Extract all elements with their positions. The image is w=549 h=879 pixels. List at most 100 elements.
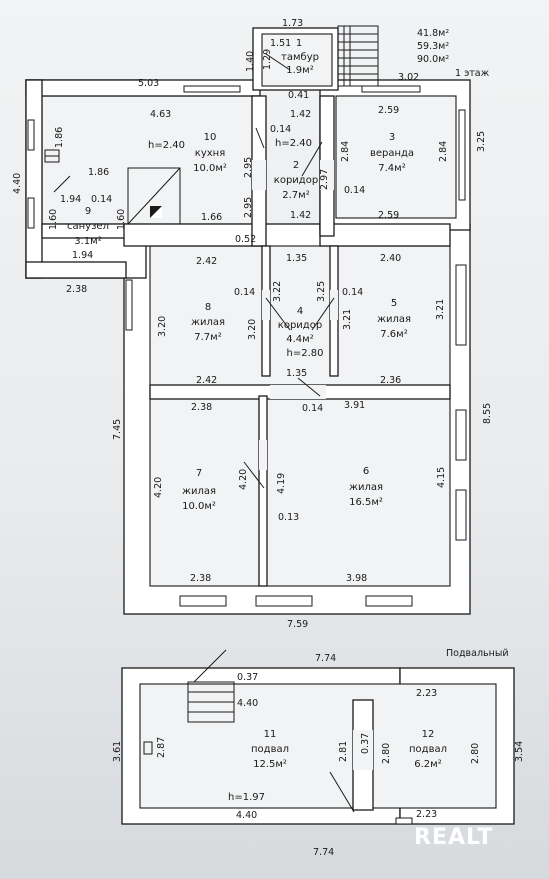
svg-text:тамбур: тамбур bbox=[281, 52, 319, 63]
main-house-interior bbox=[149, 245, 451, 587]
room-1-label: 1 тамбур 1.9м² bbox=[281, 38, 319, 76]
dim: 2.80 bbox=[470, 743, 481, 764]
room-10-label: 10 кухня 10.0м² h=2.40 bbox=[148, 132, 227, 174]
door-r7 bbox=[259, 440, 267, 470]
svg-text:подвал: подвал bbox=[409, 744, 447, 755]
dim: 3.25 bbox=[316, 281, 327, 302]
sanuzel-stair bbox=[127, 167, 181, 225]
dim: 1.35 bbox=[286, 368, 307, 379]
door-r5 bbox=[330, 290, 338, 320]
dim: 3.02 bbox=[398, 72, 419, 83]
dim: 3.20 bbox=[247, 319, 258, 340]
svg-text:5: 5 bbox=[391, 298, 397, 309]
svg-text:h=2.40: h=2.40 bbox=[148, 140, 185, 151]
dim: 3.98 bbox=[346, 573, 367, 584]
dim: 1.51 bbox=[270, 38, 291, 49]
total-area-3: 90.0м² bbox=[417, 54, 449, 65]
svg-text:7.6м²: 7.6м² bbox=[380, 329, 407, 340]
dim: 1.66 bbox=[201, 212, 222, 223]
room-5-label: 5 жилая 7.6м² bbox=[377, 298, 411, 340]
svg-text:2: 2 bbox=[293, 160, 299, 171]
dim: 2.95 bbox=[243, 197, 254, 218]
dim: 5.03 bbox=[138, 78, 159, 89]
svg-text:7.4м²: 7.4м² bbox=[378, 163, 405, 174]
dim: 2.36 bbox=[380, 375, 401, 386]
svg-text:16.5м²: 16.5м² bbox=[349, 497, 383, 508]
dim: 0.14 bbox=[91, 194, 112, 205]
dim: 7.59 bbox=[287, 619, 308, 630]
svg-text:3.1м²: 3.1м² bbox=[74, 236, 101, 247]
dim: 2.59 bbox=[378, 210, 399, 221]
dim: 7.74 bbox=[315, 653, 336, 664]
dim: 2.40 bbox=[380, 253, 401, 264]
svg-text:жилая: жилая bbox=[349, 482, 383, 493]
total-area-2: 59.3м² bbox=[417, 41, 449, 52]
svg-text:9: 9 bbox=[85, 206, 91, 217]
dim: 3.54 bbox=[514, 741, 525, 762]
dim: 1.94 bbox=[60, 194, 81, 205]
dim: 2.38 bbox=[66, 284, 87, 295]
svg-text:3: 3 bbox=[389, 132, 395, 143]
svg-text:коридор: коридор bbox=[278, 320, 322, 331]
dim: 0.14 bbox=[344, 185, 365, 196]
floor-label-basement: Подвальный bbox=[446, 648, 509, 659]
svg-text:1: 1 bbox=[296, 38, 302, 49]
dim: 2.38 bbox=[190, 573, 211, 584]
dim: 4.20 bbox=[238, 469, 249, 490]
dim: 2.95 bbox=[243, 157, 254, 178]
dim: 3.22 bbox=[272, 281, 283, 302]
svg-text:жилая: жилая bbox=[191, 317, 225, 328]
corridor-height-top: h=2.40 bbox=[275, 138, 312, 149]
dim: 2.42 bbox=[196, 375, 217, 386]
door-r8 bbox=[262, 290, 270, 320]
dim: 2.87 bbox=[156, 737, 167, 758]
dim: 2.84 bbox=[438, 141, 449, 162]
dim: 2.23 bbox=[416, 809, 437, 820]
svg-text:веранда: веранда bbox=[370, 148, 414, 159]
svg-text:1.9м²: 1.9м² bbox=[286, 65, 313, 76]
dim: 0.14 bbox=[234, 287, 255, 298]
dim: 0.41 bbox=[288, 90, 309, 101]
svg-text:10.0м²: 10.0м² bbox=[182, 501, 216, 512]
tambur-interior bbox=[261, 33, 333, 87]
svg-text:4.4м²: 4.4м² bbox=[286, 334, 313, 345]
dim: 0.52 bbox=[235, 234, 256, 245]
svg-text:2.7м²: 2.7м² bbox=[282, 190, 309, 201]
dim: 8.55 bbox=[482, 403, 493, 424]
dim: 1.42 bbox=[290, 210, 311, 221]
svg-text:8: 8 bbox=[205, 302, 211, 313]
dim: 3.91 bbox=[344, 400, 365, 411]
dim: 0.37 bbox=[237, 672, 258, 683]
door-swings bbox=[53, 53, 335, 489]
door-corridor-r6 bbox=[270, 385, 326, 399]
svg-text:7.7м²: 7.7м² bbox=[194, 332, 221, 343]
kitchen-left-wall bbox=[25, 79, 43, 279]
sanuzel-bottom-wall bbox=[25, 261, 127, 279]
dim: 4.40 bbox=[12, 173, 23, 194]
dim: 1.86 bbox=[88, 167, 109, 178]
dim: 2.80 bbox=[381, 743, 392, 764]
room-9-label: 9 санузел 3.1м² bbox=[67, 206, 109, 247]
dim: 1.73 bbox=[282, 18, 303, 29]
dim: 1.40 bbox=[245, 51, 256, 72]
realt-watermark: REALT bbox=[414, 825, 493, 850]
dim: 1.35 bbox=[286, 253, 307, 264]
dim: 0.37 bbox=[360, 733, 371, 754]
dim: 2.42 bbox=[196, 256, 217, 267]
dim: 0.14 bbox=[270, 124, 291, 135]
svg-text:жилая: жилая bbox=[377, 314, 411, 325]
veranda-interior bbox=[335, 95, 457, 219]
dim: 2.59 bbox=[378, 105, 399, 116]
svg-text:12.5м²: 12.5м² bbox=[253, 759, 287, 770]
dim: 4.20 bbox=[153, 477, 164, 498]
room-7-label: 7 жилая 10.0м² bbox=[182, 468, 216, 512]
door-kitchen bbox=[252, 160, 266, 190]
dim: 3.20 bbox=[157, 316, 168, 337]
floor-label-ground: 1 этаж bbox=[455, 68, 490, 79]
door-veranda bbox=[320, 160, 334, 190]
svg-text:кухня: кухня bbox=[195, 148, 225, 159]
room-4-label: 4 коридор 4.4м² h=2.80 bbox=[278, 306, 324, 359]
dim: 0.14 bbox=[302, 403, 323, 414]
room-6-label: 6 жилая 16.5м² bbox=[349, 466, 383, 508]
